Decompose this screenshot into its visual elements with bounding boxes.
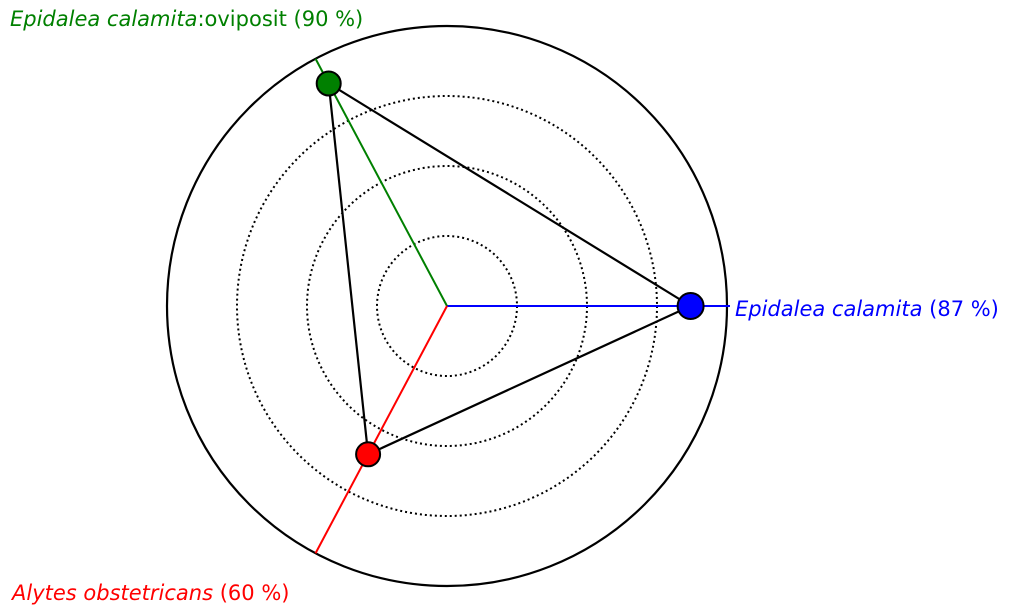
axis-label-upper-suffix: :oviposit (197, 7, 286, 31)
axis-label-upper-percent: (90 %) (294, 7, 364, 31)
data-point-3 (355, 441, 382, 468)
axis-label-right-percent: (87 %) (929, 297, 999, 321)
axis-label-lower-percent: (60 %) (220, 581, 290, 605)
axis-line-3 (314, 305, 448, 554)
marker-group (315, 70, 705, 468)
data-point-2 (315, 70, 342, 97)
axis-label-lower-species: Alytes obstetricans (10, 581, 213, 605)
axis-label-upper-species: Epidalea calamita (10, 7, 197, 31)
value-polygon-group (327, 81, 693, 456)
axis-label-lower: Alytes obstetricans (60 %) (10, 581, 289, 605)
axis-label-right-space (922, 297, 929, 321)
axis-label-upper: Epidalea calamita:oviposit (90 %) (10, 7, 363, 31)
axis-line-2 (314, 58, 448, 307)
axis-label-right-species: Epidalea calamita (735, 297, 922, 321)
axis-label-upper-space (287, 7, 294, 31)
axis-label-right: Epidalea calamita (87 %) (735, 297, 999, 321)
data-point-1 (676, 292, 705, 320)
value-polygon (327, 81, 693, 456)
axis-label-lower-space (213, 581, 220, 605)
